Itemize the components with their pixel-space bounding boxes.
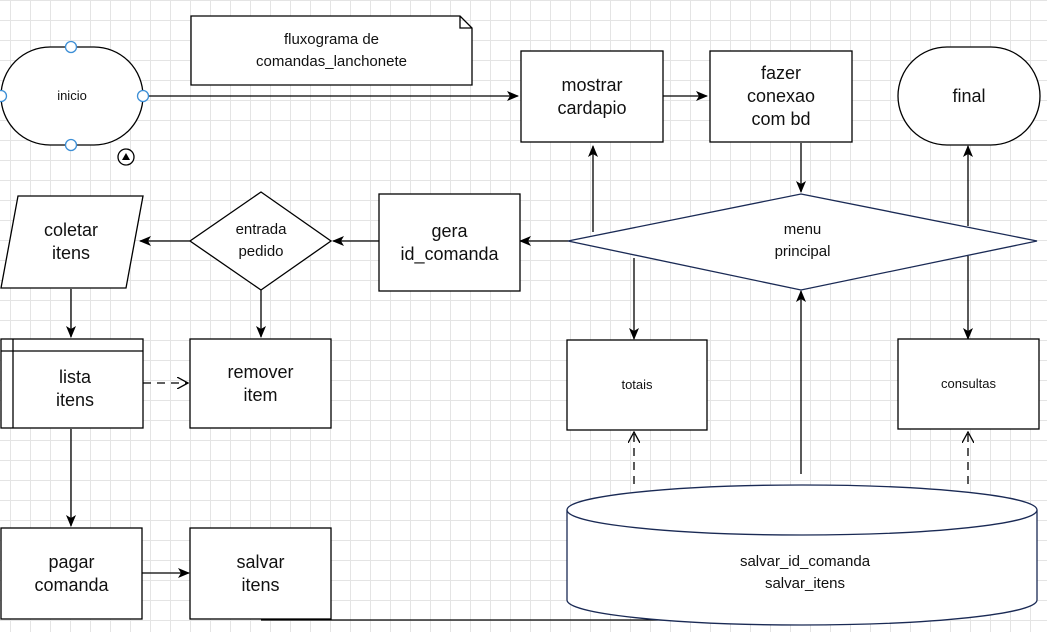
remover-item-process[interactable]: [189, 338, 332, 429]
gera-id-comanda-label: gera id_comanda: [400, 220, 499, 264]
final-terminator[interactable]: [897, 46, 1041, 146]
final-label: final: [952, 85, 986, 106]
menu-principal-label: menu principal: [774, 221, 831, 260]
remover-item-label: remover item: [227, 361, 294, 405]
selection-handle-top[interactable]: [64, 40, 78, 54]
coletar-itens-label: coletar itens: [43, 220, 99, 263]
selection-handle-right[interactable]: [136, 89, 150, 103]
fazer-conexao-label: fazer conexao com bd: [746, 63, 816, 129]
entrada-pedido-decision[interactable]: [188, 191, 333, 291]
salvar-itens-label: salvar itens: [236, 551, 285, 595]
lista-itens-predefined-process[interactable]: [0, 338, 144, 429]
database-label: salvar_id_comanda salvar_itens: [739, 553, 871, 592]
inicio-label: inicio: [57, 87, 87, 103]
entrada-pedido-label: entrada pedido: [235, 221, 287, 260]
lista-itens-label: lista itens: [55, 367, 95, 410]
totais-process[interactable]: [566, 339, 708, 431]
menu-principal-decision[interactable]: [567, 193, 1038, 291]
selection-handle-bottom[interactable]: [64, 138, 78, 152]
consultas-process[interactable]: [897, 338, 1040, 430]
gera-id-comanda-process[interactable]: [378, 193, 521, 292]
coletar-itens-io[interactable]: [0, 195, 144, 289]
title-note-label: fluxograma de comandas_lanchonete: [256, 30, 407, 70]
fazer-conexao-process[interactable]: [709, 50, 853, 143]
title-note-shape[interactable]: [190, 15, 473, 86]
rotate-handle-icon[interactable]: [117, 148, 135, 166]
database-cylinder[interactable]: [566, 484, 1038, 626]
mostrar-cardapio-process[interactable]: [520, 50, 664, 143]
totais-label: totais: [621, 376, 653, 392]
selection-handle-left[interactable]: [0, 89, 8, 103]
consultas-label: consultas: [941, 375, 996, 391]
salvar-itens-process[interactable]: [189, 527, 332, 620]
pagar-comanda-process[interactable]: [0, 527, 143, 620]
mostrar-cardapio-label: mostrar cardapio: [557, 74, 627, 118]
pagar-comanda-label: pagar comanda: [34, 551, 109, 595]
